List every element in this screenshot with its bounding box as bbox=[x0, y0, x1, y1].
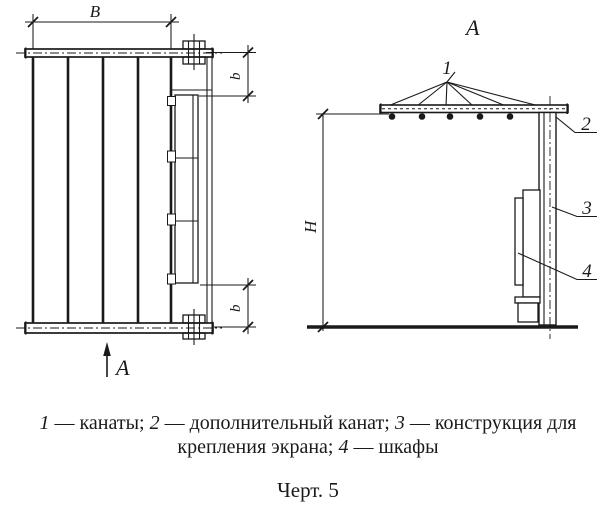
caption-text: — шкафы bbox=[348, 436, 439, 458]
dimension-b-top: b bbox=[199, 45, 256, 103]
section-arrow-A: А bbox=[103, 342, 130, 380]
dim-height-label: H bbox=[301, 219, 320, 234]
view-title: А bbox=[464, 15, 480, 40]
caption-text: крепления экрана; bbox=[177, 436, 339, 458]
caption-text: — канаты; bbox=[49, 412, 150, 434]
front-view: В b b А bbox=[16, 2, 256, 380]
caption-ref-3: 3 bbox=[394, 412, 405, 434]
callout-1-label: 1 bbox=[442, 58, 452, 79]
top-bolt bbox=[182, 34, 206, 70]
figure-caption: 1 — канаты; 2 — дополнительный канат; 3 … bbox=[0, 411, 616, 459]
mount-column-front bbox=[167, 57, 213, 323]
dim-b-top-label: b bbox=[228, 72, 244, 80]
arrow-head bbox=[103, 342, 111, 356]
callout-4: 4 bbox=[517, 252, 597, 282]
technical-drawing: В b b А А bbox=[16, 2, 597, 380]
dim-width-label: В bbox=[90, 2, 101, 21]
rope-ends-dots bbox=[388, 113, 555, 120]
callout-2: 2 bbox=[555, 114, 597, 135]
callout-1: 1 bbox=[387, 58, 544, 108]
caption-line-2: крепления экрана; 4 — шкафы bbox=[0, 435, 616, 459]
bottom-beam bbox=[16, 321, 222, 335]
callout-3-label: 3 bbox=[581, 198, 592, 219]
side-view: А 1 bbox=[301, 15, 597, 339]
callout-3: 3 bbox=[551, 198, 597, 219]
dimension-B: В bbox=[25, 2, 179, 49]
ropes-front bbox=[31, 57, 173, 323]
dimension-H: H bbox=[301, 108, 389, 333]
caption-ref-2: 2 bbox=[149, 412, 160, 434]
callout-2-label: 2 bbox=[581, 114, 591, 135]
caption-text: — дополнительный канат; bbox=[159, 412, 395, 434]
caption-line-1: 1 — канаты; 2 — дополнительный канат; 3 … bbox=[0, 411, 616, 435]
top-beam-side bbox=[379, 103, 569, 114]
callout-4-label: 4 bbox=[582, 261, 592, 282]
caption-text: — конструкция для bbox=[404, 412, 577, 434]
column-side bbox=[538, 96, 557, 339]
dimension-b-bottom: b bbox=[200, 278, 256, 334]
cabinets-side bbox=[514, 189, 541, 323]
caption-ref-1: 1 bbox=[39, 412, 50, 434]
section-arrow-label: А bbox=[114, 355, 130, 380]
dim-b-bottom-label: b bbox=[228, 304, 244, 312]
caption-ref-4: 4 bbox=[338, 436, 349, 458]
figure-number: Черт. 5 bbox=[277, 478, 339, 502]
bottom-bolt bbox=[182, 309, 206, 345]
